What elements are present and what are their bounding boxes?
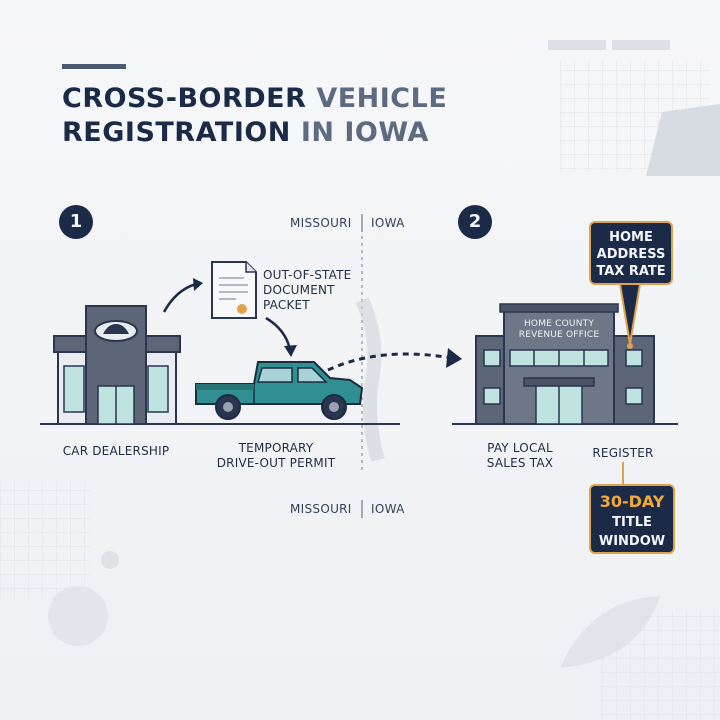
title-line1-dark: CROSS-BORDER: [62, 83, 307, 114]
step-badge-1: 1: [59, 205, 93, 239]
office-sign-line1: HOME COUNTY: [523, 319, 595, 329]
permit-line1: TEMPORARY: [238, 441, 314, 455]
pickup-truck: [195, 361, 364, 420]
callout-window-line3: WINDOW: [598, 534, 666, 549]
title-accent-bar: [62, 64, 126, 69]
dealership-label: CAR DEALERSHIP: [62, 444, 170, 458]
document-line3: PACKET: [263, 298, 310, 312]
border-label-missouri-top: MISSOURI: [290, 216, 352, 230]
border-label-iowa-top: IOWA: [371, 216, 405, 230]
border-label-missouri-bottom: MISSOURI: [290, 502, 352, 516]
arrow-to-document: [162, 282, 197, 313]
step-badge-2: 2: [458, 205, 492, 239]
border-label-iowa-bottom: IOWA: [371, 502, 405, 516]
dealership-building: [53, 305, 181, 425]
document-line2: DOCUMENT: [263, 283, 335, 297]
permit-line2: DRIVE-OUT PERMIT: [216, 456, 336, 470]
office-sign: HOME COUNTY REVENUE OFFICE: [506, 319, 612, 341]
callout-rate-line3: TAX RATE: [596, 264, 666, 279]
tax-label: PAY LOCAL SALES TAX: [470, 441, 570, 471]
callout-title-window: 30-DAY TITLE WINDOW: [589, 484, 675, 554]
permit-label: TEMPORARY DRIVE-OUT PERMIT: [206, 441, 346, 471]
document-line1: OUT-OF-STATE: [263, 268, 352, 282]
document-icon: [211, 261, 257, 319]
document-label: OUT-OF-STATE DOCUMENT PACKET: [263, 268, 351, 313]
register-label: REGISTER: [592, 446, 654, 460]
title-line1-light: VEHICLE: [316, 83, 448, 114]
callout-window-line2: TITLE: [612, 515, 652, 530]
tax-line1: PAY LOCAL: [487, 441, 553, 455]
office-sign-line2: REVENUE OFFICE: [518, 330, 600, 340]
page-title: CROSS-BORDER VEHICLE REGISTRATION IN IOW…: [62, 82, 522, 150]
callout-home-address-tax-rate: HOME ADDRESS TAX RATE: [589, 221, 673, 285]
arrow-to-truck: [265, 316, 292, 351]
title-line2-light: IN IOWA: [300, 117, 429, 148]
state-border-line: [355, 214, 385, 518]
callout-window-line1: 30-DAY: [599, 492, 665, 511]
arrow-to-office: [327, 352, 453, 372]
callout-rate-line1: HOME: [609, 230, 653, 245]
revenue-office-building: [475, 303, 655, 425]
tax-line2: SALES TAX: [486, 456, 554, 470]
title-line2-dark: REGISTRATION: [62, 117, 291, 148]
callout-rate-line2: ADDRESS: [596, 247, 666, 262]
